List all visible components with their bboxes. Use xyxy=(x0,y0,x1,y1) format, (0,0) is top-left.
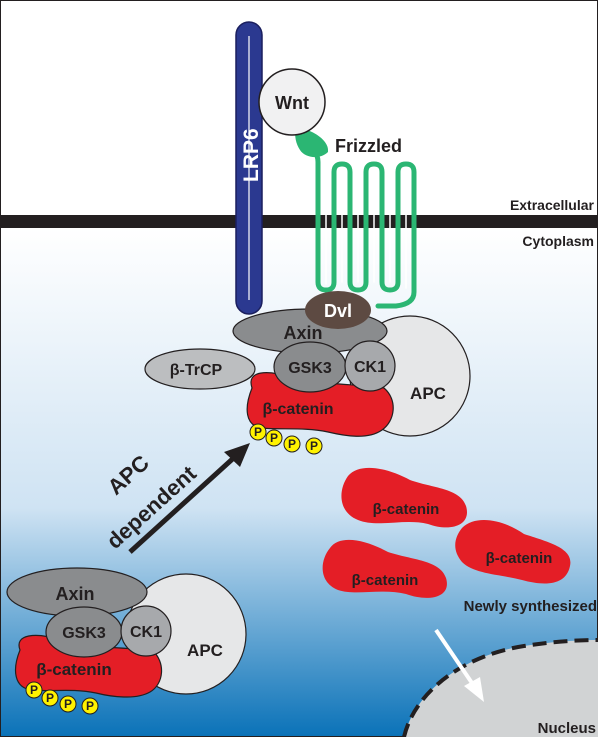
gsk3-bottom-label: GSK3 xyxy=(62,625,106,642)
phospho-top-3 xyxy=(283,435,301,453)
apc-dependent-arrow xyxy=(128,443,250,554)
phospho-top-2-label: P xyxy=(270,431,278,445)
frizzled-label: Frizzled xyxy=(335,136,402,156)
nucleus-label: Nucleus xyxy=(538,720,596,737)
apc-top-label: APC xyxy=(410,384,446,403)
destruction-complex-membrane: APC Axin β-TrCP β-catenin GSK3 CK1 Dvl P… xyxy=(144,291,471,455)
ck1-top-label: CK1 xyxy=(354,359,386,376)
phospho-bottom-3 xyxy=(59,695,77,713)
phospho-top-4 xyxy=(305,437,323,455)
free-bcatenin-3-shape xyxy=(455,520,571,584)
arrow-up-right-icon xyxy=(128,452,240,554)
bcatenin-top-label: β-catenin xyxy=(262,401,333,418)
gsk3-top-label: GSK3 xyxy=(288,360,332,377)
wnt-ligand xyxy=(258,68,326,136)
phospho-top-1-label: P xyxy=(254,425,262,439)
newly-synthesized-label: Newly synthesized xyxy=(464,598,597,615)
arrow-down-right-icon xyxy=(434,628,476,688)
phospho-top-3-label: P xyxy=(288,437,296,451)
phospho-top-2 xyxy=(265,429,283,447)
dvl-shape xyxy=(305,291,371,329)
ck1-bottom-shape xyxy=(120,605,172,657)
arrow-up-right-icon-head xyxy=(224,443,250,467)
nuclear-envelope xyxy=(402,638,598,738)
phospho-top-1 xyxy=(249,423,267,441)
axin-top-label: Axin xyxy=(283,323,322,343)
phospho-bottom-4 xyxy=(81,697,99,715)
nucleus-shape xyxy=(404,640,598,737)
nuclear-entry-arrow xyxy=(434,628,484,702)
lrp6-label: LRP6 xyxy=(240,128,263,182)
apc-bottom-label: APC xyxy=(187,641,223,660)
wnt-label: Wnt xyxy=(275,93,309,113)
free-bcatenin-3-label: β-catenin xyxy=(486,550,553,567)
frizzled-crd-domain xyxy=(295,128,329,158)
cytoplasm-label: Cytoplasm xyxy=(522,233,594,249)
free-bcatenin-1-shape xyxy=(341,467,468,528)
phospho-bottom-2 xyxy=(41,689,59,707)
lrp6-receptor: LRP6 xyxy=(235,21,263,315)
dvl-label: Dvl xyxy=(324,301,352,321)
frizzled-receptor xyxy=(299,137,417,309)
phospho-group-bottom: P P P P xyxy=(25,681,99,715)
phospho-bottom-3-label: P xyxy=(64,697,72,711)
btrcp-label: β-TrCP xyxy=(170,362,223,379)
destruction-complex-cytoplasmic: APC Axin β-catenin GSK3 CK1 P P P P xyxy=(6,567,247,715)
phospho-bottom-1-label: P xyxy=(30,683,38,697)
free-bcatenin-2-label: β-catenin xyxy=(352,572,419,589)
ck1-bottom-label: CK1 xyxy=(130,624,162,641)
free-bcatenin-1-label: β-catenin xyxy=(373,501,440,518)
bcatenin-bottom-label: β-catenin xyxy=(36,660,112,679)
btrcp-shape xyxy=(144,348,256,390)
phospho-bottom-1 xyxy=(25,681,43,699)
ck1-top-shape xyxy=(344,340,396,392)
arrow-down-right-icon-head xyxy=(464,677,484,702)
free-bcatenin-2-shape xyxy=(322,539,447,598)
phospho-group-top: P P P P xyxy=(249,423,323,455)
phospho-bottom-2-label: P xyxy=(46,691,54,705)
axin-bottom-label: Axin xyxy=(55,584,94,604)
plasma-membrane xyxy=(0,215,598,228)
phospho-bottom-4-label: P xyxy=(86,699,94,713)
phospho-top-4-label: P xyxy=(310,439,318,453)
free-bcatenin-group: β-catenin β-catenin β-catenin xyxy=(322,467,571,598)
extracellular-label: Extracellular xyxy=(510,197,595,213)
